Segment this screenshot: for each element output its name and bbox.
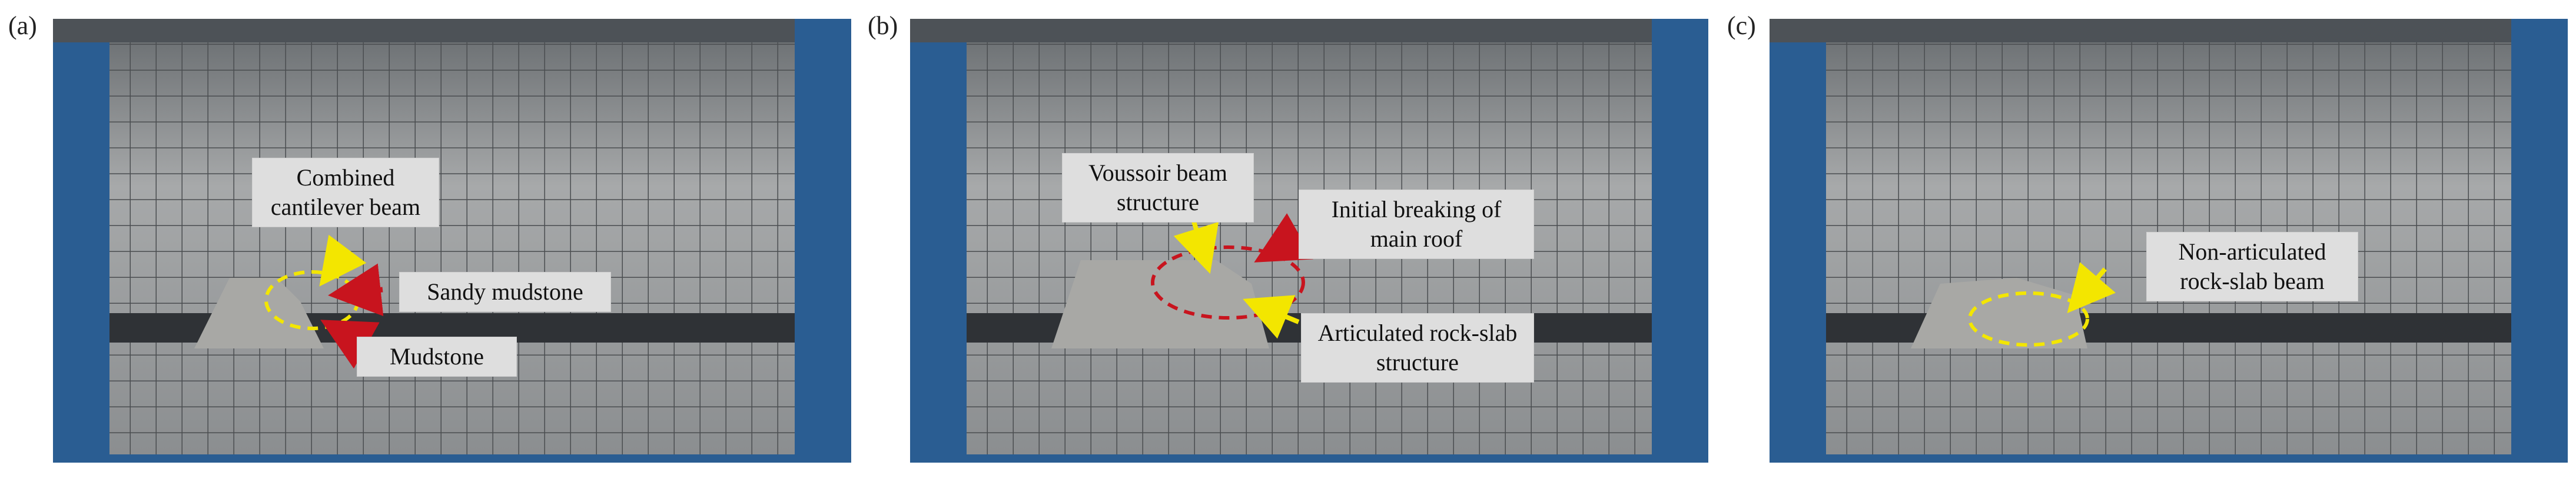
rock-cavity — [1051, 260, 1269, 348]
label-combined: Combined cantilever beam — [252, 158, 439, 227]
panel-a: Combined cantilever beam Sandy mudstone … — [53, 19, 851, 463]
red-arrow-initial — [1254, 213, 1313, 263]
yellow-arrow-voussoir — [1173, 217, 1219, 274]
panel-a-photo — [53, 19, 851, 463]
panel-b: Voussoir beam structure Initial breaking… — [910, 19, 1708, 463]
label-mudstone: Mudstone — [357, 337, 517, 377]
label-sandy: Sandy mudstone — [399, 272, 611, 312]
panel-c-letter: (c) — [1727, 11, 1756, 40]
yellow-dashed-ellipse — [1968, 291, 2089, 347]
red-dashed-ellipse — [1151, 245, 1305, 320]
label-articulated: Articulated rock-slab structure — [1301, 313, 1534, 383]
panel-b-letter: (b) — [868, 11, 898, 40]
panel-c-photo — [1770, 19, 2568, 463]
label-voussoir: Voussoir beam structure — [1062, 153, 1254, 222]
label-nonart: Non-articulated rock-slab beam — [2146, 232, 2358, 301]
panel-c: Non-articulated rock-slab beam — [1770, 19, 2568, 463]
yellow-arrow-nonart — [2067, 262, 2116, 314]
panel-a-letter: (a) — [8, 11, 37, 40]
panel-b-photo — [910, 19, 1708, 463]
yellow-arrow-articulated — [1243, 295, 1300, 339]
red-arrow-sandy — [328, 263, 384, 317]
rock-cavity — [194, 278, 324, 348]
label-initial: Initial breaking of main roof — [1299, 190, 1534, 259]
